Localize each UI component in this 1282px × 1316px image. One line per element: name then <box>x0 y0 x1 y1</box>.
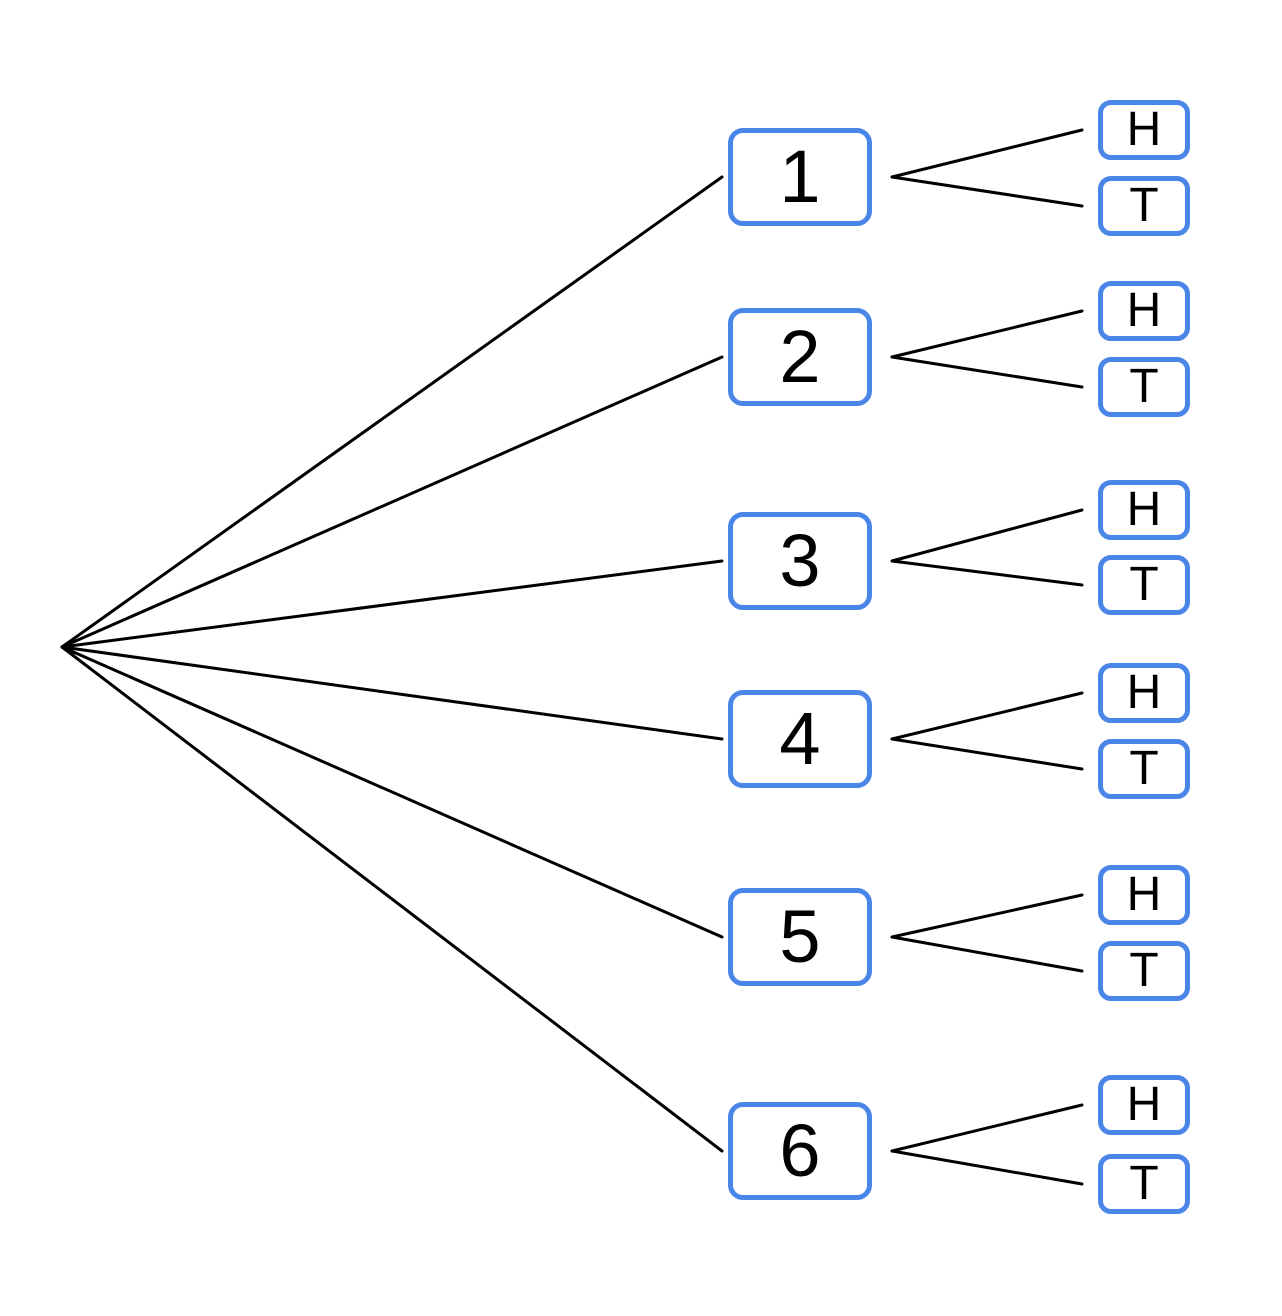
edge-4-to-t <box>890 737 1084 771</box>
edge-1-to-h <box>890 128 1084 179</box>
node-coin-1-heads: H <box>1098 100 1190 160</box>
node-die-1: 1 <box>728 128 872 226</box>
node-coin-4-tails: T <box>1098 739 1190 799</box>
edge-root-to-5 <box>60 645 724 939</box>
node-die-5-label: 5 <box>779 895 821 978</box>
edge-2-to-h <box>890 309 1084 359</box>
node-coin-1-heads-label: H <box>1126 103 1162 156</box>
node-die-1-label: 1 <box>779 135 821 218</box>
edge-5-to-h <box>890 893 1084 939</box>
node-coin-4-heads-label: H <box>1126 666 1162 719</box>
edge-root-to-4 <box>60 645 724 741</box>
node-coin-5-tails-label: T <box>1129 944 1159 997</box>
edge-root-to-1 <box>60 175 724 649</box>
node-coin-1-tails-label: T <box>1129 179 1159 232</box>
edge-root-to-3 <box>60 559 724 649</box>
node-coin-2-tails: T <box>1098 357 1190 417</box>
edge-3-to-t <box>890 559 1084 587</box>
edge-3-to-h <box>890 508 1084 563</box>
edge-6-to-h <box>890 1103 1084 1153</box>
node-coin-2-tails-label: T <box>1129 360 1159 413</box>
node-coin-5-heads-label: H <box>1126 868 1162 921</box>
node-coin-5-heads: H <box>1098 865 1190 925</box>
node-coin-4-heads: H <box>1098 663 1190 723</box>
node-die-3: 3 <box>728 512 872 610</box>
node-die-5: 5 <box>728 888 872 986</box>
node-die-2: 2 <box>728 308 872 406</box>
node-die-6: 6 <box>728 1102 872 1200</box>
node-die-6-label: 6 <box>779 1109 821 1192</box>
node-coin-6-tails-label: T <box>1129 1157 1159 1210</box>
node-coin-1-tails: T <box>1098 176 1190 236</box>
node-coin-3-heads: H <box>1098 480 1190 540</box>
node-coin-4-tails-label: T <box>1129 742 1159 795</box>
node-die-4-label: 4 <box>779 697 821 780</box>
edge-6-to-t <box>890 1149 1084 1186</box>
node-coin-3-heads-label: H <box>1126 483 1162 536</box>
node-die-2-label: 2 <box>779 315 821 398</box>
edge-root-to-2 <box>60 355 724 649</box>
node-coin-6-heads-label: H <box>1126 1078 1162 1131</box>
node-die-4: 4 <box>728 690 872 788</box>
edge-4-to-h <box>890 691 1084 741</box>
node-coin-3-tails: T <box>1098 555 1190 615</box>
edge-1-to-t <box>890 175 1084 208</box>
edge-root-to-6 <box>60 645 724 1153</box>
node-die-3-label: 3 <box>779 519 821 602</box>
node-coin-5-tails: T <box>1098 941 1190 1001</box>
node-coin-3-tails-label: T <box>1129 558 1159 611</box>
edge-2-to-t <box>890 355 1084 389</box>
node-coin-2-heads-label: H <box>1126 284 1162 337</box>
edge-5-to-t <box>890 935 1084 973</box>
node-coin-2-heads: H <box>1098 281 1190 341</box>
node-coin-6-heads: H <box>1098 1075 1190 1135</box>
node-coin-6-tails: T <box>1098 1154 1190 1214</box>
